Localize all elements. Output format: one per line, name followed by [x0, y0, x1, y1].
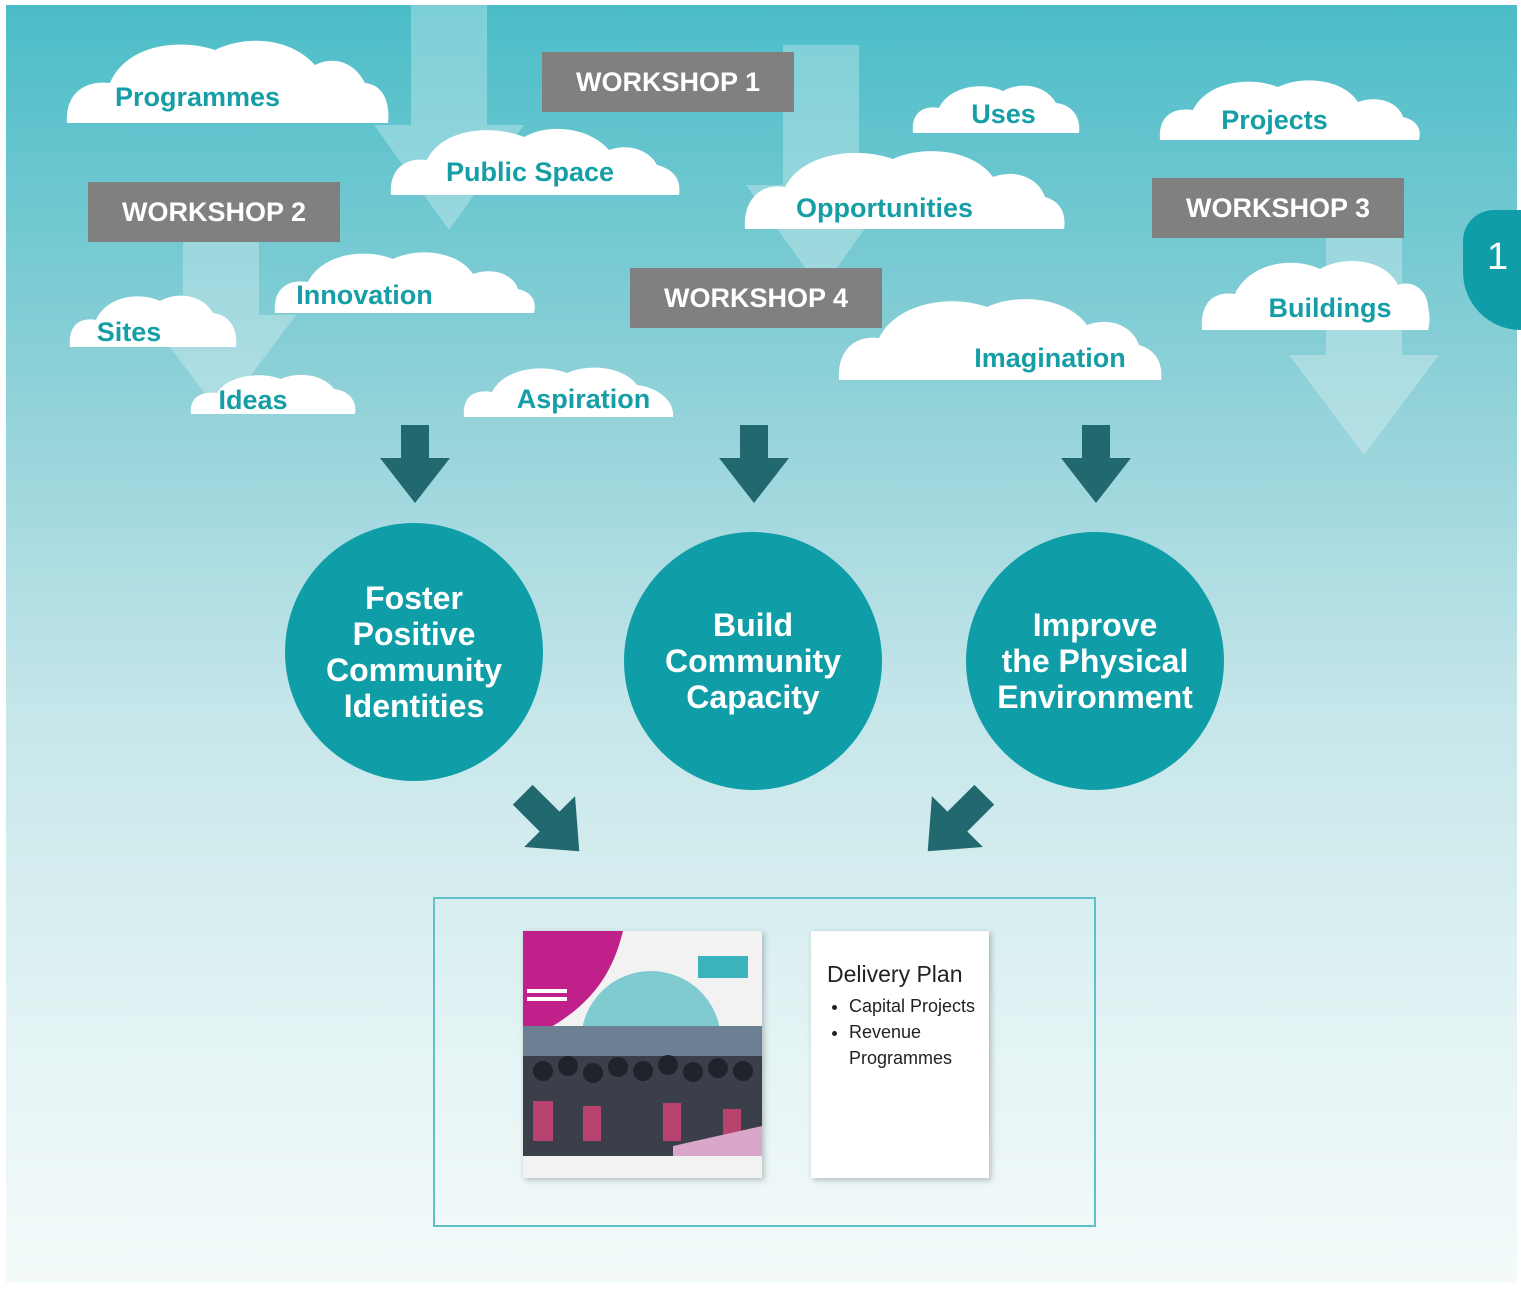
down-arrow-right	[1061, 425, 1131, 503]
down-arrow-left	[380, 425, 450, 503]
theme-circle-improve: Improve the Physical Environment	[966, 532, 1224, 790]
cloud-ideas: Ideas	[189, 373, 357, 416]
theme-line: Community	[665, 643, 841, 679]
workshop-3-label: WORKSHOP 3	[1152, 178, 1404, 238]
cloud-label: Public Space	[445, 157, 615, 187]
list-item: Capital Projects	[849, 993, 989, 1019]
cloud-label: Aspiration	[516, 384, 651, 414]
theme-line: Foster	[365, 580, 463, 616]
cloud-label: Projects	[1221, 105, 1328, 135]
theme-line: Identities	[343, 688, 485, 724]
theme-line: Improve	[1032, 607, 1158, 643]
diagonal-arrow-left	[512, 784, 580, 852]
cloud-projects: Projects	[1158, 77, 1421, 142]
cloud-public-space: Public Space	[389, 125, 681, 197]
diagram-panel: Programmes Public Space Uses Projects Op…	[6, 5, 1517, 1283]
cloud-opportunities: Opportunities	[743, 147, 1066, 231]
theme-line: Environment	[997, 679, 1193, 715]
cloud-imagination: Imagination	[837, 295, 1163, 382]
cloud-programmes: Programmes	[65, 35, 390, 125]
pale-arrow-workshop-1	[374, 5, 524, 235]
diagonal-arrow-right	[927, 784, 995, 852]
delivery-plan-card: Delivery Plan Capital Projects Revenue P…	[811, 931, 989, 1178]
list-item: Revenue Programmes	[849, 1019, 989, 1071]
delivery-plan-list: Capital Projects Revenue Programmes	[827, 993, 989, 1071]
cloud-innovation: Innovation	[273, 249, 536, 315]
cloud-label: Ideas	[218, 385, 288, 415]
theme-circle-foster: Foster Positive Community Identities	[285, 523, 543, 781]
page-number: 1	[1487, 236, 1509, 278]
cloud-label: Buildings	[1268, 293, 1392, 323]
theme-line: the Physical	[1001, 643, 1189, 679]
workshop-1-label: WORKSHOP 1	[542, 52, 794, 112]
theme-line: Capacity	[686, 679, 820, 715]
theme-line: Community	[326, 652, 502, 688]
cloud-sites: Sites	[68, 293, 238, 349]
cloud-aspiration: Aspiration	[462, 365, 675, 419]
output-box	[433, 897, 1096, 1227]
page-number-tab: 1	[1463, 210, 1521, 330]
workshop-4-label: WORKSHOP 4	[630, 268, 882, 328]
cloud-label: Opportunities	[796, 193, 973, 223]
cloud-uses: Uses	[911, 83, 1081, 135]
theme-line: Positive	[352, 616, 476, 652]
workshop-2-label: WORKSHOP 2	[88, 182, 340, 242]
cloud-label: Uses	[971, 99, 1036, 129]
cloud-buildings: Buildings	[1200, 257, 1430, 332]
cloud-label: Innovation	[296, 280, 433, 310]
report-cover-image	[523, 931, 762, 1178]
theme-circle-build: Build Community Capacity	[624, 532, 882, 790]
cloud-label: Imagination	[974, 343, 1126, 373]
theme-line: Build	[713, 607, 793, 643]
down-arrow-center	[719, 425, 789, 503]
cloud-label: Sites	[96, 317, 162, 347]
delivery-plan-title: Delivery Plan	[827, 961, 963, 987]
cloud-label: Programmes	[114, 82, 281, 112]
